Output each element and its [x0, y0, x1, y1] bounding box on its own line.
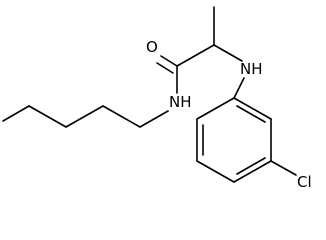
bond-ring-inner-1 — [236, 105, 266, 123]
bond-chain-3 — [28, 105, 67, 128]
aniline-nh-label: NH — [240, 60, 263, 78]
bond-chain-4 — [2, 105, 30, 122]
bond-ring-inner-2 — [236, 157, 266, 175]
bond-alpha-carbonyl — [176, 44, 215, 67]
bond-ring-4 — [196, 160, 235, 183]
bond-ring-chlorine — [270, 160, 297, 176]
chlorine-label: Cl — [297, 173, 312, 191]
bond-ring-6 — [196, 97, 235, 120]
bond-ring-1 — [233, 97, 272, 120]
bond-carbonyl-oxygen-a — [160, 55, 178, 67]
molecule-structure: O NH NH Cl — [2, 6, 312, 191]
bond-chain-2 — [65, 105, 104, 128]
bond-amide-n-chain — [139, 110, 169, 128]
amide-nh-label: NH — [169, 93, 192, 111]
bond-alpha-aniline-n — [213, 44, 243, 62]
bond-aniline-n-ring — [233, 77, 245, 99]
bond-ring-3 — [233, 160, 272, 183]
bond-chain-1 — [102, 105, 141, 128]
bond-carbonyl-oxygen-b — [156, 62, 174, 74]
carbonyl-oxygen-label: O — [146, 38, 158, 56]
